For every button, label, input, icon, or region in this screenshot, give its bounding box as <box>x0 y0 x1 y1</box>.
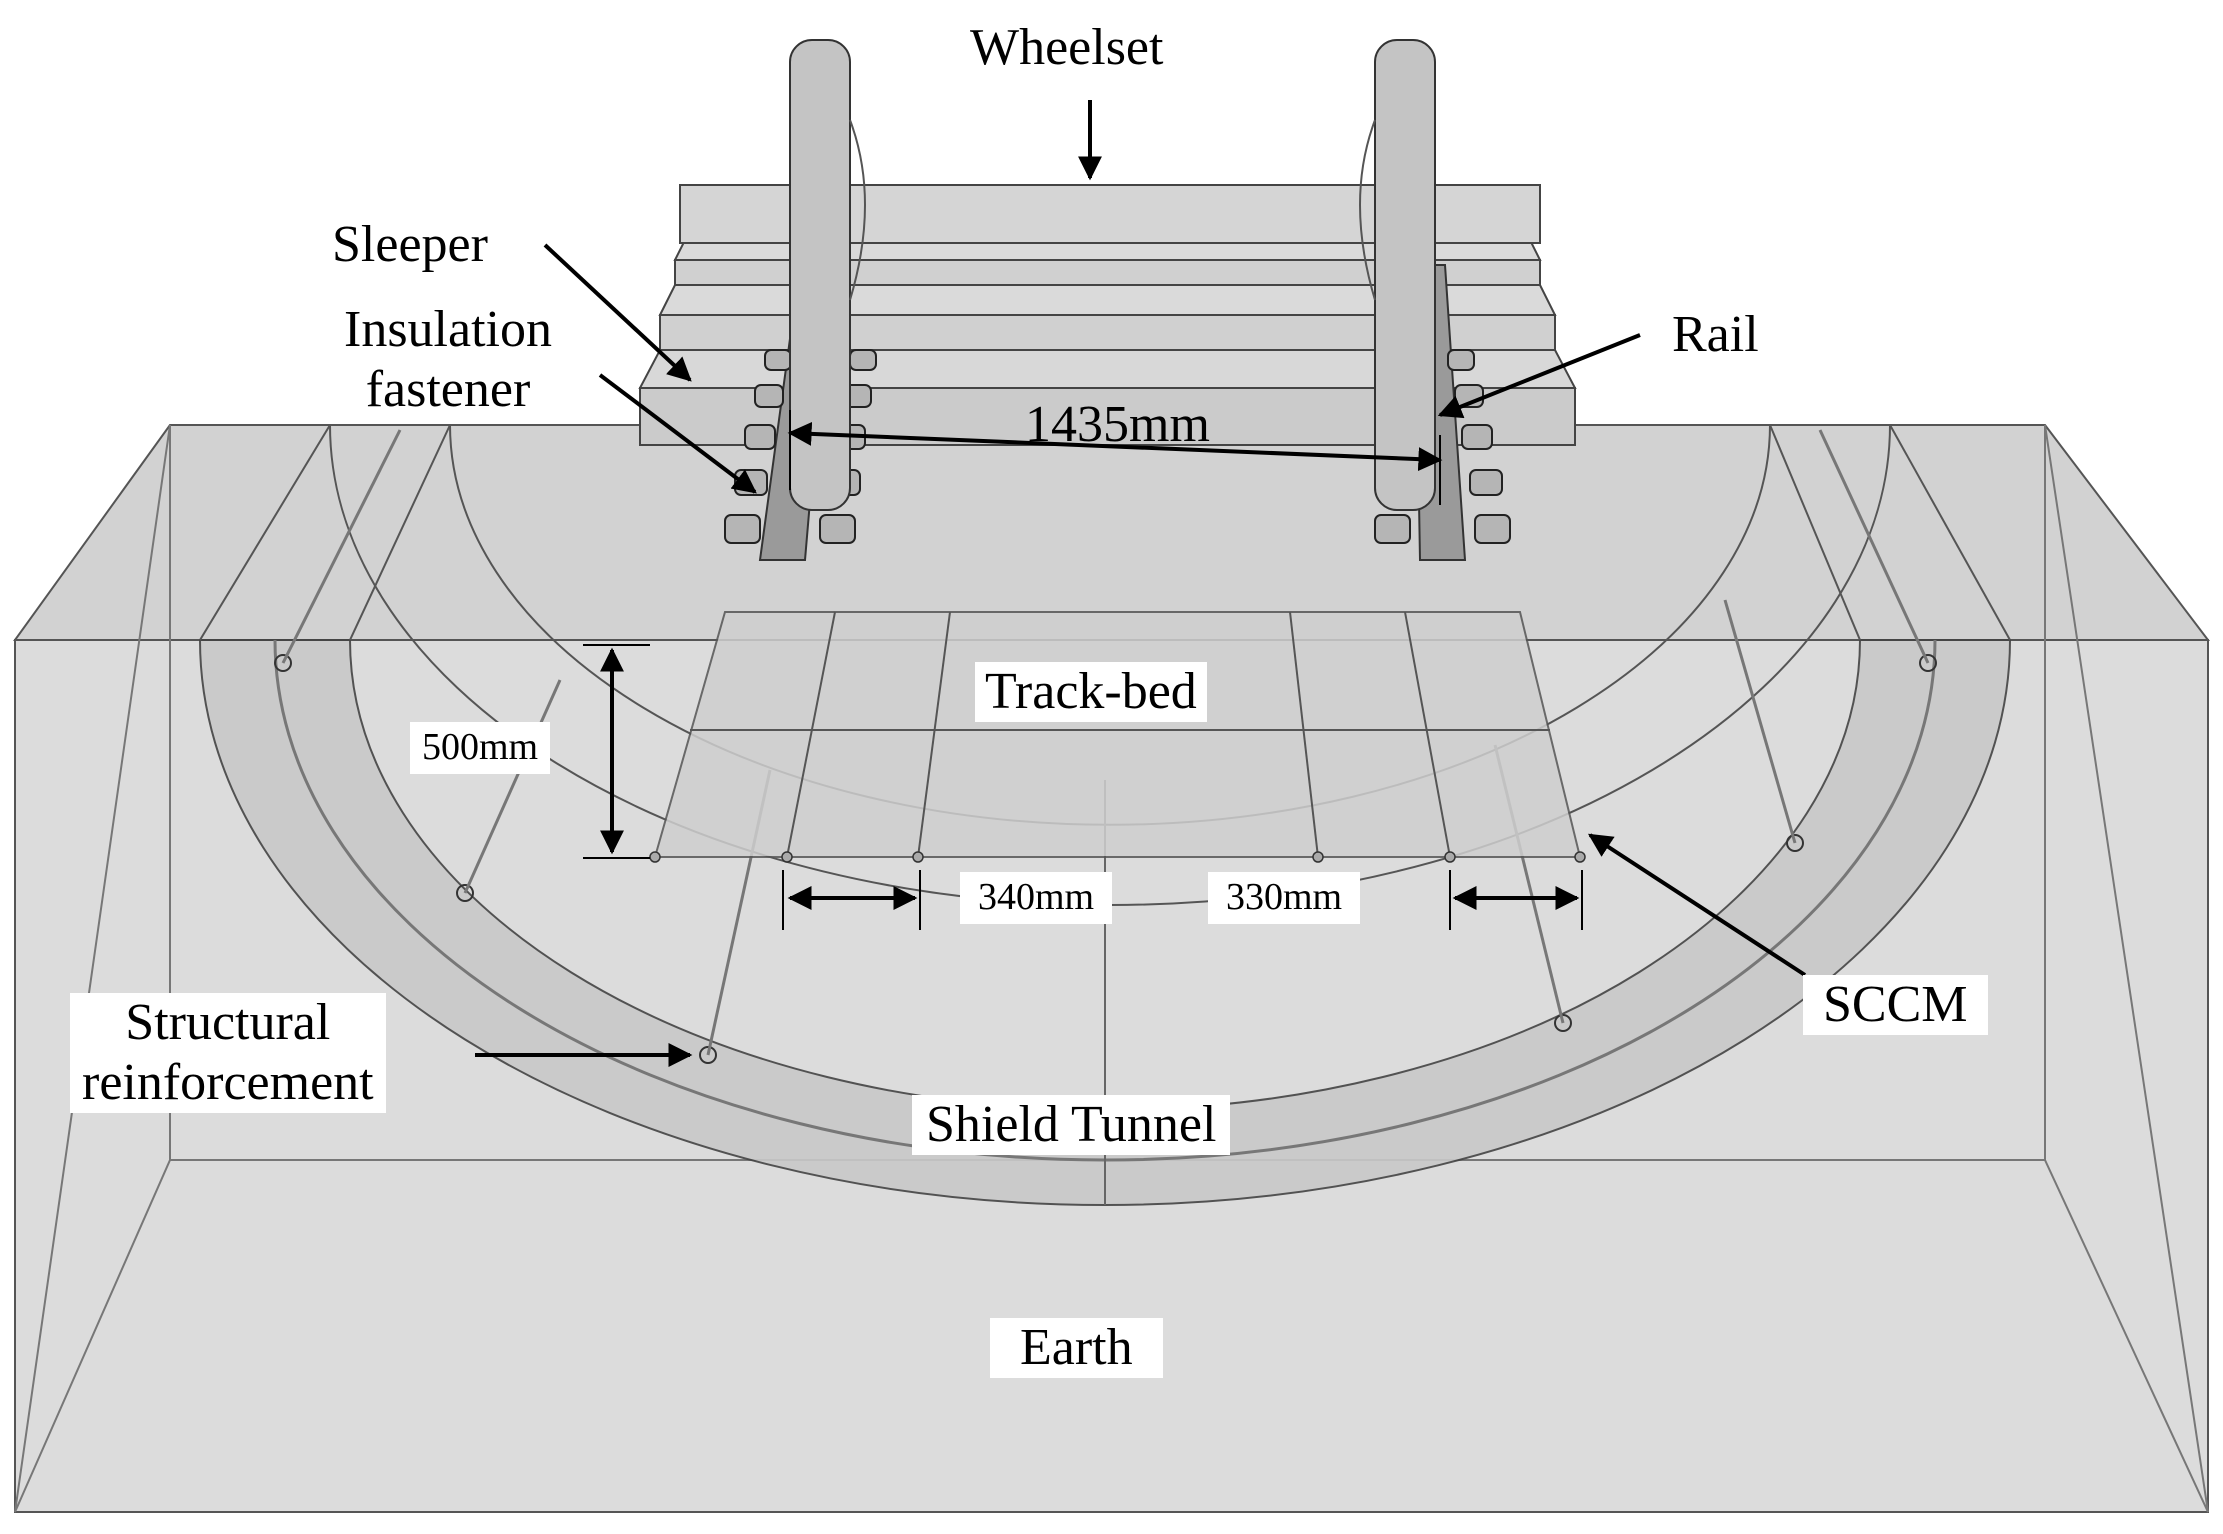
insulation-fastener-line1: Insulation <box>344 301 552 358</box>
leader-arrows <box>475 100 1807 1067</box>
sccm-grid <box>649 611 1586 863</box>
rail-label: Rail <box>1672 306 1759 363</box>
sccm-label: SCCM <box>1803 975 1988 1035</box>
structural-reinforcement-line2: reinforcement <box>82 1053 374 1111</box>
structural-reinforcement-label: Structural reinforcement <box>70 993 386 1113</box>
dimension-spacing <box>782 870 1583 930</box>
gauge-label: 1435mm <box>1025 396 1210 453</box>
structural-reinforcement-line1: Structural <box>125 994 331 1051</box>
sleeper-label: Sleeper <box>332 216 488 273</box>
depth-label: 500mm <box>410 722 551 774</box>
track-bed-label: Track-bed <box>975 662 1207 722</box>
dimension-depth <box>583 644 650 859</box>
insulation-fastener-label: Insulation fastener <box>318 300 578 420</box>
spacing-left-label: 340mm <box>960 872 1113 924</box>
shield-tunnel-label: Shield Tunnel <box>912 1095 1231 1155</box>
wheelset-label: Wheelset <box>970 19 1164 76</box>
spacing-right-label: 330mm <box>1208 872 1361 924</box>
earth-label: Earth <box>990 1318 1163 1378</box>
insulation-fastener-line2: fastener <box>365 360 531 418</box>
dimension-gauge <box>787 410 1443 505</box>
wheelset <box>679 39 1541 511</box>
